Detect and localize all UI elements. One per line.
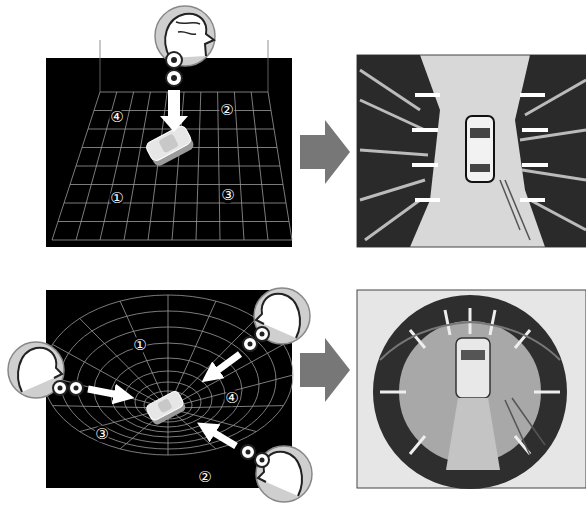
view-arrow: [206, 428, 236, 446]
bowl-view-photo: [357, 290, 586, 488]
top-view-photo: [357, 55, 586, 247]
callout-number: ③: [220, 187, 235, 204]
callout-number: ①: [109, 190, 124, 207]
projection-line: [100, 40, 101, 92]
view-arrow: [88, 389, 124, 396]
callout-number: ②: [219, 102, 234, 119]
car-model: [144, 124, 195, 168]
viewer-icon: [8, 342, 83, 398]
result-arrow: [300, 338, 350, 402]
callout-number: ④: [109, 109, 124, 126]
viewer-icon: [241, 445, 312, 502]
callout-number: ①: [132, 337, 147, 354]
projection-line: [268, 40, 269, 92]
callout-number: ④: [224, 390, 239, 407]
car-model: [145, 390, 187, 426]
dark-panel: [46, 58, 292, 247]
view-arrow: [210, 354, 240, 376]
callout-number: ②: [197, 469, 212, 486]
viewer-icon: [243, 288, 310, 351]
result-arrow: [300, 120, 350, 184]
viewer-icon: [155, 6, 215, 86]
callout-number: ③: [94, 426, 109, 443]
view-arrow: [160, 90, 188, 132]
